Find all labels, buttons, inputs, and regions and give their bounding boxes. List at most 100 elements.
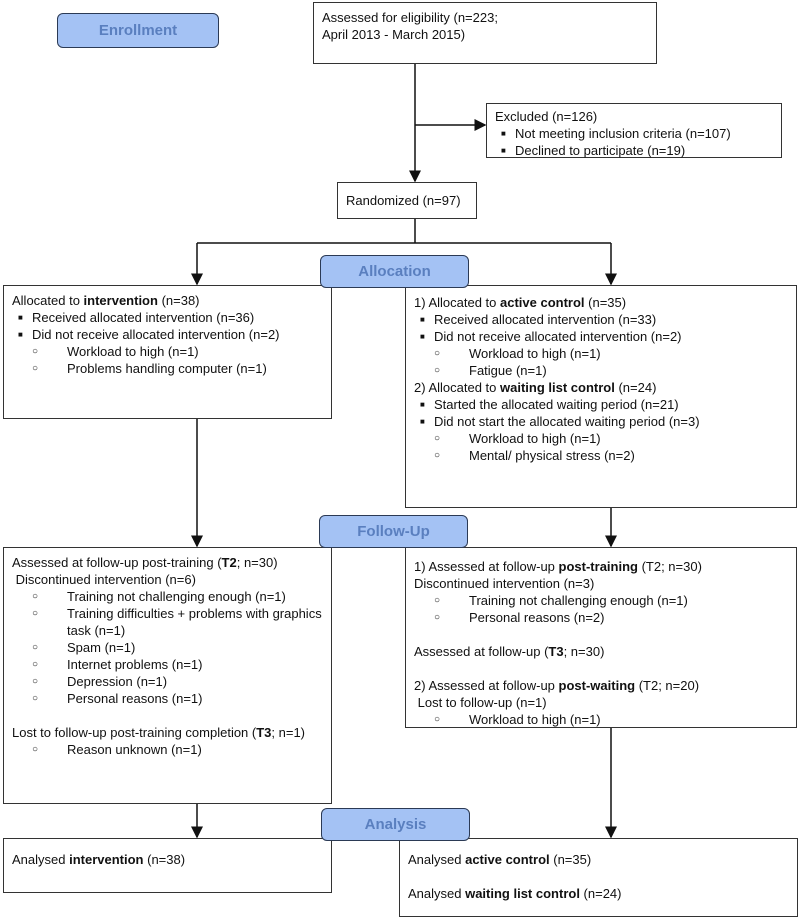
line-text: task (n=1) bbox=[67, 623, 126, 638]
line-text: Depression (n=1) bbox=[67, 674, 168, 689]
line-text: Problems handling computer (n=1) bbox=[67, 361, 267, 376]
square-bullet-icon: ■ bbox=[501, 146, 506, 155]
line-bold-text: intervention bbox=[83, 293, 158, 308]
line-text-suffix: (n=24) bbox=[614, 380, 657, 395]
circle-bullet-icon: ○ bbox=[32, 744, 39, 755]
analysis-left-box: Analysed intervention (n=38) bbox=[3, 838, 332, 893]
circle-bullet-icon: ○ bbox=[434, 714, 441, 725]
line-text: 2) Assessed at follow-up bbox=[414, 678, 559, 693]
allocation-left-box: Allocated to intervention (n=38) ■ Receive… bbox=[3, 285, 332, 419]
text-line: ○Internet problems (n=1) bbox=[12, 656, 323, 673]
text-line: ○ Spam (n=1) bbox=[12, 639, 323, 656]
text-line: 1) Allocated to active control (n=35) bbox=[414, 294, 788, 311]
enrollment-label: Enrollment bbox=[57, 13, 219, 48]
text-line: ○ Workload to high (n=1) bbox=[414, 430, 788, 447]
line-text: Assessed at follow-up ( bbox=[414, 644, 549, 659]
text-line: 2) Allocated to waiting list control (n=… bbox=[414, 379, 788, 396]
square-bullet-icon: ■ bbox=[18, 313, 23, 322]
line-text-suffix: (n=38) bbox=[143, 852, 186, 867]
text-line: ■ Did not receive allocated intervention … bbox=[12, 326, 323, 343]
line-text: Did not receive allocated intervention (… bbox=[32, 327, 280, 342]
line-text-suffix: (n=35) bbox=[549, 852, 592, 867]
text-line: ○ Depression (n=1) bbox=[12, 673, 323, 690]
square-bullet-icon: ■ bbox=[420, 315, 425, 324]
circle-bullet-icon: ○ bbox=[32, 591, 39, 602]
line-text: Received allocated intervention (n=36) bbox=[32, 310, 255, 325]
text-line: Analysed intervention (n=38) bbox=[12, 851, 323, 868]
line-bold-text: intervention bbox=[69, 852, 144, 867]
square-bullet-icon: ■ bbox=[501, 129, 506, 138]
circle-bullet-icon: ○ bbox=[32, 642, 39, 653]
text-line: ■ Received allocated intervention (n=33) bbox=[414, 311, 788, 328]
circle-bullet-icon: ○ bbox=[434, 348, 441, 359]
text-line: ○Personal reasons (n=2) bbox=[414, 609, 788, 626]
text-line: ○Training not challenging enough (n=1) bbox=[414, 592, 788, 609]
text-line: ■Did not start the allocated waiting per… bbox=[414, 413, 788, 430]
line-text: Analysed bbox=[12, 852, 70, 867]
line-bold-text: post-waiting bbox=[558, 678, 636, 693]
followup-right-box: 1) Assessed at follow-up post-training (… bbox=[405, 547, 797, 728]
text-line: Assessed at follow-up post-training (T2;… bbox=[12, 554, 323, 571]
line-text: Declined to participate (n=19) bbox=[515, 143, 686, 158]
text-line: Discontinued intervention (n=6) bbox=[12, 571, 323, 588]
line-text: Mental/ physical stress (n=2) bbox=[469, 448, 635, 463]
text-line: Lost to follow-up (n=1) bbox=[414, 694, 788, 711]
circle-bullet-icon: ○ bbox=[32, 676, 39, 687]
square-bullet-icon: ■ bbox=[420, 400, 425, 409]
line-bold-text: active control bbox=[500, 295, 585, 310]
line-text-suffix: (n=35) bbox=[584, 295, 627, 310]
line-text-suffix: ; n=30) bbox=[563, 644, 605, 659]
line-text: Assessed at follow-up post-training ( bbox=[12, 555, 222, 570]
text-line: ■Did not receive allocated intervention … bbox=[414, 328, 788, 345]
line-text-suffix: (T2; n=20) bbox=[635, 678, 700, 693]
square-bullet-icon: ■ bbox=[18, 330, 23, 339]
text-line: ○Workload to high (n=1) bbox=[12, 343, 323, 360]
spacer bbox=[408, 868, 789, 885]
text-line: Assessed at follow-up (T3; n=30) bbox=[414, 643, 788, 660]
line-text: Discontinued intervention (n=6) bbox=[12, 572, 196, 587]
text-line: ○Training difficulties + problems with g… bbox=[12, 605, 323, 622]
line-text: Workload to high (n=1) bbox=[67, 344, 199, 359]
line-text: 1) Assessed at follow-up bbox=[414, 559, 559, 574]
line-bold-text: T2 bbox=[221, 555, 237, 570]
text-line: Analysed active control (n=35) bbox=[408, 851, 789, 868]
text-line: 2) Assessed at follow-up post-waiting (T… bbox=[414, 677, 788, 694]
analysis-label: Analysis bbox=[321, 808, 470, 841]
randomized-box: Randomized (n=97) bbox=[337, 182, 477, 219]
allocation-right-box: 1) Allocated to active control (n=35) ■ Re… bbox=[405, 285, 797, 508]
line-text: Reason unknown (n=1) bbox=[67, 742, 202, 757]
text-line: ○ Reason unknown (n=1) bbox=[12, 741, 323, 758]
line-text: Workload to high (n=1) bbox=[469, 712, 601, 727]
line-text: Fatigue (n=1) bbox=[469, 363, 547, 378]
circle-bullet-icon: ○ bbox=[434, 450, 441, 461]
circle-bullet-icon: ○ bbox=[434, 433, 441, 444]
square-bullet-icon: ■ bbox=[420, 417, 425, 426]
line-text: Lost to follow-up post-training completi… bbox=[12, 725, 257, 740]
line-text-suffix: (n=24) bbox=[579, 886, 622, 901]
follow-up-label: Follow-Up bbox=[319, 515, 468, 548]
line-text: Training difficulties + problems with gr… bbox=[67, 606, 322, 621]
line-text: 1) Allocated to bbox=[414, 295, 500, 310]
circle-bullet-icon: ○ bbox=[32, 659, 39, 670]
line-text: Randomized (n=97) bbox=[346, 193, 461, 208]
line-text-suffix: ; n=1) bbox=[271, 725, 306, 740]
line-text: Lost to follow-up (n=1) bbox=[414, 695, 547, 710]
line-bold-text: T3 bbox=[548, 644, 564, 659]
text-line: Allocated to intervention (n=38) bbox=[12, 292, 323, 309]
line-text: Analysed bbox=[408, 852, 466, 867]
circle-bullet-icon: ○ bbox=[32, 693, 39, 704]
text-line: Randomized (n=97) bbox=[346, 192, 468, 209]
spacer bbox=[414, 660, 788, 677]
followup-left-box: Assessed at follow-up post-training (T2;… bbox=[3, 547, 332, 804]
line-text: Workload to high (n=1) bbox=[469, 431, 601, 446]
line-text: Training not challenging enough (n=1) bbox=[67, 589, 286, 604]
line-bold-text: waiting list control bbox=[465, 886, 580, 901]
text-line: ○ Workload to high (n=1) bbox=[414, 711, 788, 728]
line-text: Allocated to bbox=[12, 293, 84, 308]
square-bullet-icon: ■ bbox=[420, 332, 425, 341]
circle-bullet-icon: ○ bbox=[434, 365, 441, 376]
line-text: Received allocated intervention (n=33) bbox=[434, 312, 657, 327]
line-text: Spam (n=1) bbox=[67, 640, 136, 655]
text-line: April 2013 - March 2015) bbox=[322, 26, 648, 43]
